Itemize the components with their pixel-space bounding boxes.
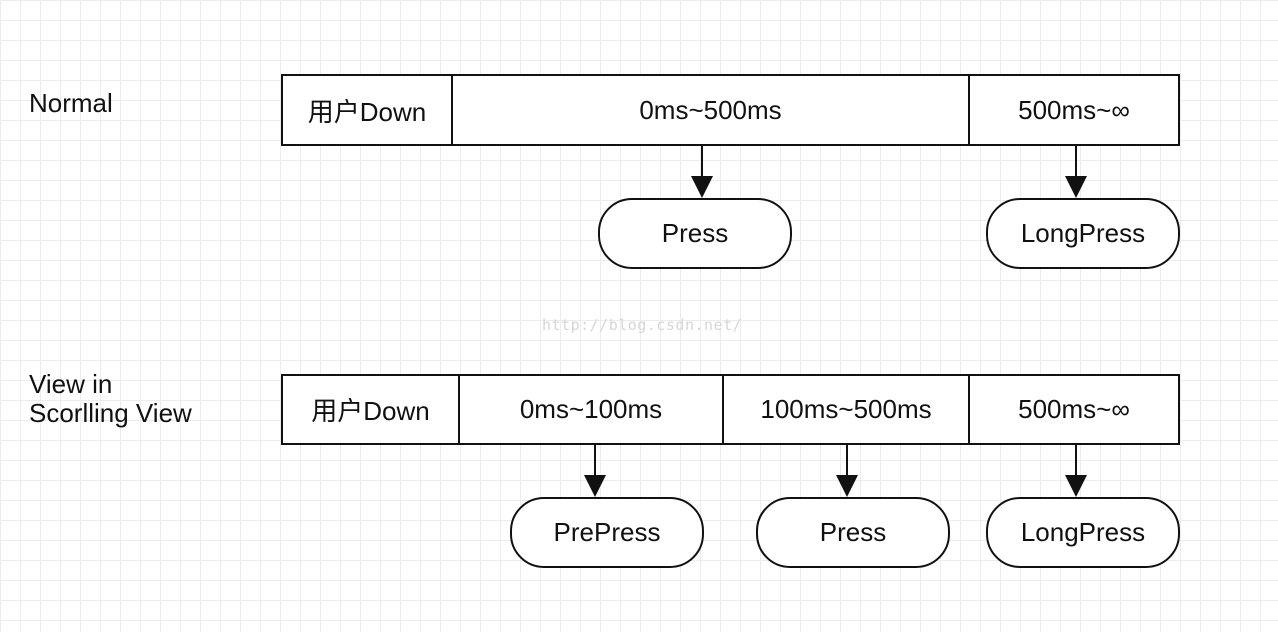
event-long-press: LongPress	[986, 198, 1180, 269]
segment-500ms-infinity: 500ms~∞	[1018, 394, 1130, 424]
event-long-press: LongPress	[986, 497, 1180, 568]
arrow-to-pre-press	[584, 445, 606, 497]
segment-100-500ms: 100ms~500ms	[724, 376, 970, 443]
event-pre-press: PrePress	[510, 497, 704, 568]
arrow-to-press	[836, 445, 858, 497]
row-label-line: Normal	[29, 88, 113, 118]
watermark: http://blog.csdn.net/	[542, 316, 743, 334]
event-press: Press	[756, 497, 950, 568]
arrow-to-long-press	[1065, 445, 1087, 497]
arrow-to-long-press	[1065, 146, 1087, 198]
segment-0-500ms: 0ms~500ms	[453, 76, 970, 144]
arrow-to-press	[691, 146, 713, 198]
timeline-bar-normal: 用户Down 0ms~500ms 500ms~∞	[281, 74, 1180, 146]
event-press: Press	[598, 198, 792, 269]
row-label-normal: Normal	[29, 89, 113, 118]
segment-0-100ms: 0ms~100ms	[460, 376, 724, 443]
segment-user-down: 用户Down	[283, 376, 460, 443]
segment-user-down: 用户Down	[283, 76, 453, 144]
timeline-bar-scrolling: 用户Down 0ms~100ms 100ms~500ms 500ms~∞	[281, 374, 1180, 445]
row-label-scrolling: View in Scorlling View	[29, 370, 192, 428]
row-label-line: Scorlling View	[29, 398, 192, 428]
segment-500ms-infinity: 500ms~∞	[1018, 94, 1130, 125]
row-label-line: View in	[29, 369, 113, 399]
